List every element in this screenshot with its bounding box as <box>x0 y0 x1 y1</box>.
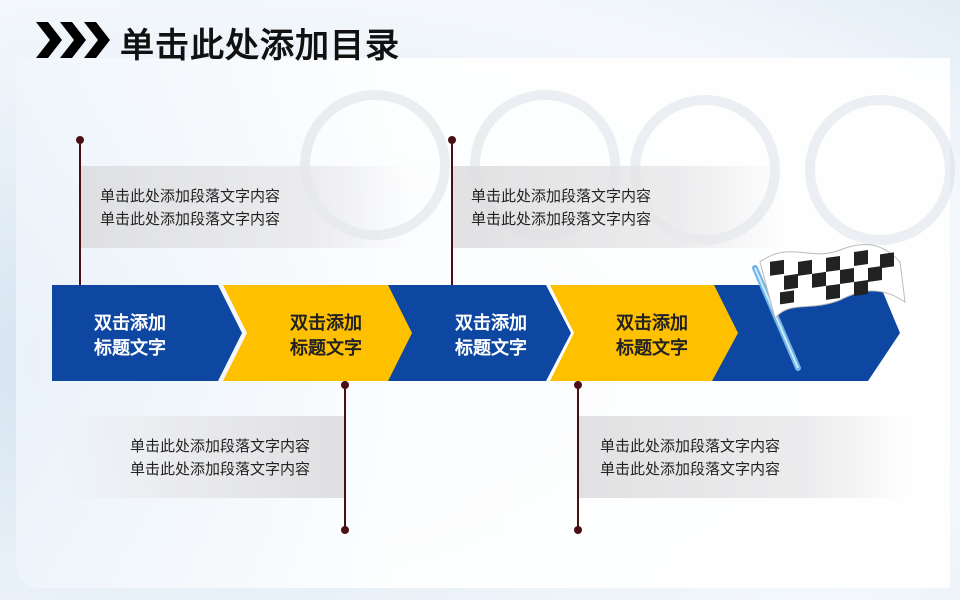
note-text: 单击此处添加段落文字内容 <box>471 187 652 205</box>
connector-dot <box>448 136 456 144</box>
step-title: 标题文字 <box>616 338 688 359</box>
decorative-ring <box>805 95 955 245</box>
arrow-step-2 <box>223 285 413 381</box>
note-text: 单击此处添加段落文字内容 <box>100 187 281 205</box>
step-label-1[interactable]: 双击添加 标题文字 <box>94 311 166 361</box>
step-title: 标题文字 <box>455 338 527 359</box>
step-title: 双击添加 <box>290 313 362 334</box>
checkered-flag-icon <box>752 243 906 371</box>
note-text: 单击此处添加段落文字内容 <box>471 210 652 228</box>
note-box-4[interactable]: 单击此处添加段落文字内容 单击此处添加段落文字内容 <box>578 416 908 498</box>
arrow-step-1 <box>52 285 242 381</box>
page-title: 单击此处添加目录 <box>120 26 400 66</box>
step-title: 双击添加 <box>616 313 688 334</box>
connector-dot <box>76 136 84 144</box>
note-text: 单击此处添加段落文字内容 <box>600 460 781 478</box>
connector-dot <box>574 526 582 534</box>
step-label-4[interactable]: 双击添加 标题文字 <box>616 311 688 361</box>
connector-dot <box>341 381 349 389</box>
connector-line <box>344 384 346 530</box>
step-title: 标题文字 <box>290 338 362 359</box>
arrow-step-4 <box>550 285 740 381</box>
connector-line <box>79 140 81 286</box>
arrow-step-5 <box>712 285 900 381</box>
connector-line <box>577 384 579 530</box>
triple-chevron-icon <box>36 22 110 58</box>
step-label-2[interactable]: 双击添加 标题文字 <box>290 311 362 361</box>
step-title: 双击添加 <box>455 313 527 334</box>
step-title: 双击添加 <box>94 313 166 334</box>
note-text: 单击此处添加段落文字内容 <box>600 437 781 455</box>
connector-dot <box>341 526 349 534</box>
step-title: 标题文字 <box>94 338 166 359</box>
note-box-2[interactable]: 单击此处添加段落文字内容 单击此处添加段落文字内容 <box>452 166 782 248</box>
note-text: 单击此处添加段落文字内容 <box>100 210 281 228</box>
step-label-3[interactable]: 双击添加 标题文字 <box>455 311 527 361</box>
arrow-step-3 <box>388 285 571 381</box>
note-box-3[interactable]: 单击此处添加段落文字内容 单击此处添加段落文字内容 <box>60 416 346 498</box>
note-text: 单击此处添加段落文字内容 <box>130 460 311 478</box>
connector-line <box>451 140 453 286</box>
note-box-1[interactable]: 单击此处添加段落文字内容 单击此处添加段落文字内容 <box>80 166 410 248</box>
note-text: 单击此处添加段落文字内容 <box>130 437 311 455</box>
connector-dot <box>574 381 582 389</box>
